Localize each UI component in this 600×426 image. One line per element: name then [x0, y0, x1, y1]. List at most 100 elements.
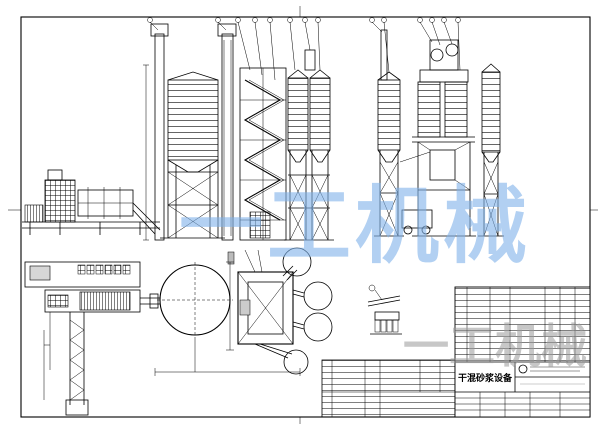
plan-sand-silo — [154, 262, 301, 376]
dryer-base-frame — [22, 221, 160, 235]
plan-feed-hopper — [65, 399, 89, 416]
plan-stair-tower — [226, 251, 294, 351]
elevator-head — [150, 23, 169, 37]
stair-rail — [248, 79, 285, 221]
silo-body-right — [309, 77, 331, 151]
part-balloons — [369, 17, 461, 23]
plan-control-box — [29, 265, 51, 281]
batch-bin-left — [417, 81, 441, 138]
parts-list-columns — [322, 360, 455, 417]
plan-silo-3 — [303, 312, 333, 342]
part-leaders-left — [147, 17, 321, 81]
title-block: 干混砂浆设备 — [454, 286, 591, 418]
title-row-lines — [455, 361, 590, 393]
sand-silo — [160, 71, 225, 239]
drawing-frame — [8, 6, 598, 424]
stair-flights — [243, 79, 282, 221]
plan-discharge-conveyor — [254, 343, 293, 359]
silo-legs — [160, 160, 225, 239]
centering-marks — [8, 6, 598, 424]
company-name-lines — [530, 366, 585, 372]
silo-body — [167, 79, 219, 161]
side-silo-b — [478, 63, 504, 237]
plan-tower-diagonals — [237, 271, 294, 345]
plan-belt-conveyor — [69, 312, 85, 405]
truck-wheel — [403, 225, 413, 235]
silo-body — [377, 79, 401, 151]
silo-cone — [167, 159, 219, 173]
height-dimension — [143, 64, 149, 241]
tower-legs — [412, 142, 476, 237]
batch-bin-right — [444, 81, 468, 138]
frame-border — [20, 16, 591, 418]
bom-rows — [455, 287, 590, 362]
burner-tower — [44, 179, 76, 223]
silo-bracing — [379, 161, 399, 237]
silo-roofs — [287, 69, 331, 79]
tower-floors — [240, 68, 286, 240]
stair-tower — [239, 67, 287, 241]
drum-rings — [78, 187, 133, 219]
plan-dryer-outline — [44, 289, 141, 313]
bucket-elevator-2 — [217, 23, 237, 241]
plan-overall-dimension — [154, 338, 301, 376]
plan-silo-2 — [303, 281, 333, 311]
company-logo — [518, 364, 528, 374]
plan-leaders — [244, 249, 263, 273]
detail-leader — [374, 289, 383, 301]
signature-grid — [455, 392, 590, 417]
part-leaders-right — [369, 17, 461, 73]
silo-body-left — [287, 77, 309, 151]
plan-screw-conveyors — [282, 265, 305, 330]
silo-legs — [284, 150, 334, 241]
plan-fan-units — [77, 264, 131, 275]
part-balloons — [147, 17, 321, 23]
leader-lines — [149, 21, 321, 81]
silo-roof — [481, 63, 501, 73]
elevator-casing — [154, 33, 165, 241]
cyclone-right — [445, 43, 459, 57]
plan-silo-centerlines — [157, 262, 233, 338]
feed-hopper — [24, 204, 44, 223]
silo-cone — [481, 151, 501, 163]
plan-silo-4 — [283, 349, 309, 375]
plan-silo-1 — [282, 247, 312, 277]
drawing-title: 干混砂浆设备 — [458, 372, 513, 384]
detail-balloon — [368, 284, 376, 292]
silo-elevator — [380, 29, 388, 81]
plan-dryer-drum — [79, 291, 131, 311]
plan-burner — [47, 294, 69, 308]
cyclone-left — [430, 48, 444, 62]
watermark-secondary: 一工机械 — [403, 319, 587, 373]
plan-transfer-box — [149, 293, 159, 309]
silo-cone — [377, 149, 401, 163]
bucket-elevator-1 — [143, 23, 169, 241]
plan-side-details — [43, 312, 51, 400]
bom-columns — [466, 287, 576, 362]
elevator-head — [217, 23, 237, 37]
plan-storage-silos — [244, 247, 333, 375]
mixer — [429, 149, 456, 181]
top-platform — [419, 69, 469, 83]
plan-stair-landing — [239, 299, 251, 316]
silo-bracing — [483, 161, 499, 237]
side-silo-a — [374, 29, 404, 237]
dryer-assembly — [22, 169, 161, 235]
elevator-belt — [223, 40, 232, 236]
bagging-hopper — [249, 211, 271, 239]
plan-tower-outline — [237, 271, 294, 345]
mid-platform — [412, 136, 475, 143]
silo-roof — [167, 71, 219, 81]
plan-small-hopper — [227, 251, 235, 265]
storage-silos-pair — [284, 49, 334, 241]
dust-collector — [304, 49, 316, 71]
plan-dryer-platform — [24, 261, 141, 288]
mixing-tower — [399, 39, 476, 237]
burner-head — [47, 169, 63, 181]
plan-dryer-line — [24, 261, 160, 416]
truck-wheel — [421, 225, 431, 235]
silo-bracing — [167, 171, 219, 239]
silo-cones — [287, 149, 331, 163]
packing-machine-detail — [367, 284, 402, 335]
